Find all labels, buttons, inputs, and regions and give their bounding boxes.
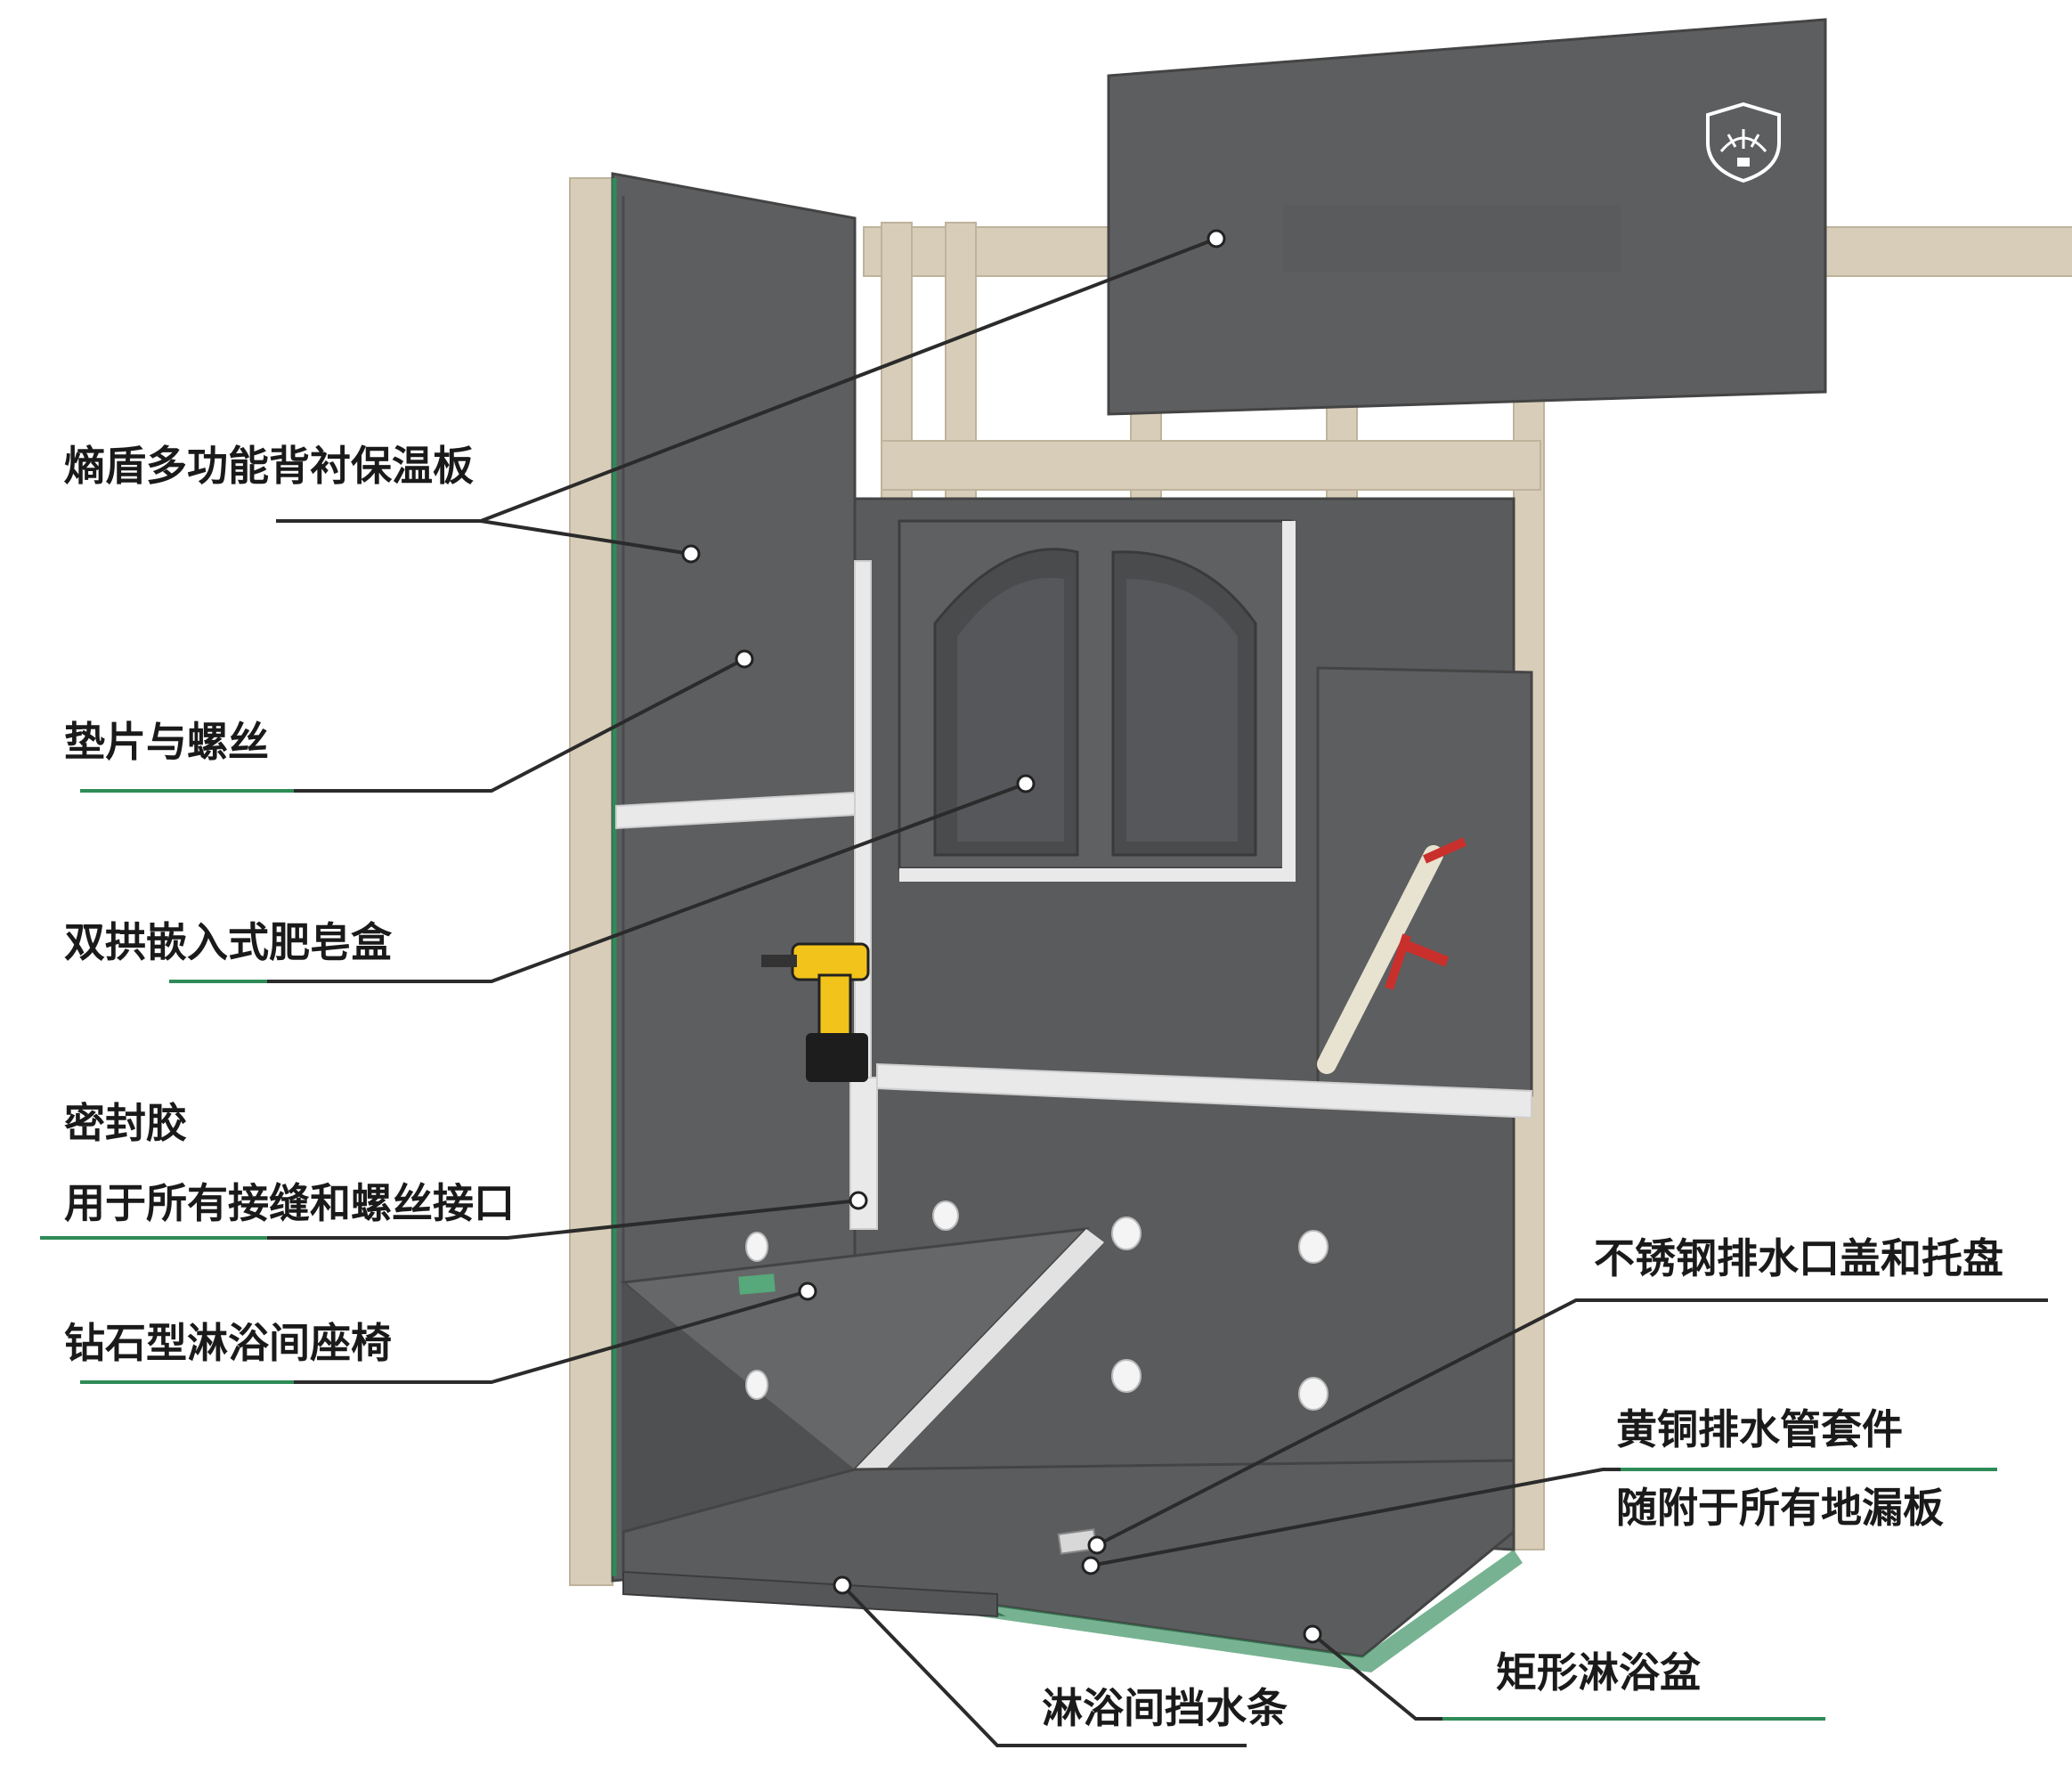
shield-logo-icon <box>1706 102 1781 183</box>
shower-curb <box>622 1570 998 1618</box>
label-brass-drain-note: 随附于所有地漏板 <box>1616 1484 1944 1532</box>
label-shower-bench: 钻石型淋浴间座椅 <box>64 1319 392 1367</box>
label-sealant-title: 密封胶 <box>64 1099 187 1147</box>
label-sealant-desc: 用于所有接缝和螺丝接口 <box>64 1179 515 1227</box>
label-washers-screws: 垫片与螺丝 <box>64 718 269 766</box>
label-curb: 淋浴间挡水条 <box>1042 1684 1288 1732</box>
soap-niche <box>898 519 1296 882</box>
callout-points <box>681 229 1322 1644</box>
shower-bench <box>620 1227 1104 1532</box>
caulk-gun-icon <box>1317 837 1467 1074</box>
label-drain-cover: 不锈钢排水口盖和托盘 <box>1594 1234 2003 1282</box>
washer-dots <box>745 1200 1329 1411</box>
label-backer-board: 熵盾多功能背衬保温板 <box>64 442 474 490</box>
leader-underline-accents <box>40 789 1997 1721</box>
label-soap-niche: 双拱嵌入式肥皂盒 <box>64 918 392 966</box>
label-brass-drain: 黄铜排水管套件 <box>1616 1405 1903 1453</box>
label-shower-pan: 矩形淋浴盆 <box>1496 1648 1701 1697</box>
drill-icon <box>761 942 870 1082</box>
